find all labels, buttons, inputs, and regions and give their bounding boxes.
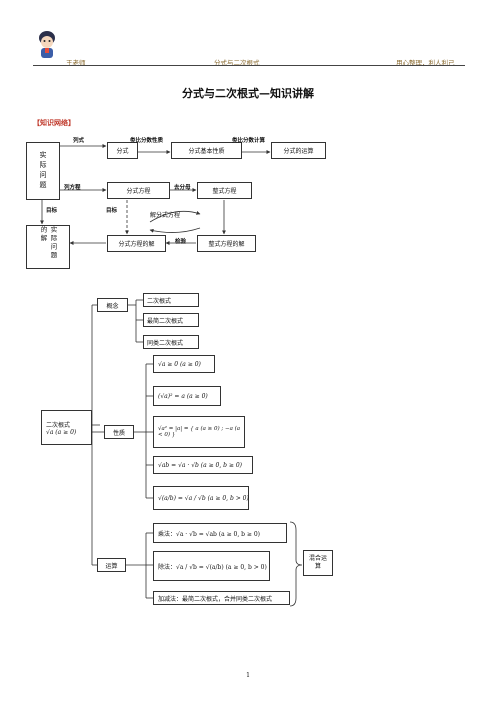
- arrow-label-list: 列式: [73, 138, 85, 144]
- integral-eq-solution-box: 整式方程的解: [197, 235, 256, 252]
- fraction-eq-box: 分式方程: [107, 182, 170, 199]
- mixed-ops-box: 混合运算: [303, 550, 333, 576]
- arrow-label-class-nature: 类比分数性质: [130, 138, 164, 144]
- fraction-basic-box: 分式基本性质: [171, 142, 242, 159]
- root-formula: √a (a ≥ 0): [46, 428, 77, 436]
- teacher-logo: [36, 28, 58, 60]
- integral-eq-box: 整式方程: [197, 182, 252, 199]
- root-title: 二次根式: [46, 421, 71, 429]
- root-box: 二次根式 √a (a ≥ 0): [41, 410, 92, 445]
- header-author: 王老师: [66, 59, 86, 67]
- arrow-label-class-calc: 类比分数计算: [232, 138, 266, 144]
- header-rule: [33, 65, 465, 66]
- concept-item-1: 最简二次根式: [143, 313, 199, 327]
- operation-box: 运算: [97, 558, 126, 572]
- property-item-3: √ab = √a · √b (a ≥ 0, b ≥ 0): [153, 456, 253, 474]
- real-solution-label: 实际问题的解: [39, 226, 57, 260]
- property-item-1: (√a)² = a (a ≥ 0): [153, 386, 221, 406]
- arrow-label-goal-2: 目标: [106, 208, 118, 214]
- page-number: 1: [246, 672, 250, 679]
- operation-item-2: 加减法：最简二次根式，合并同类二次根式: [153, 591, 290, 605]
- real-problem-box: 实际问题: [26, 142, 60, 200]
- arrow-label-goal-1: 目标: [46, 208, 58, 214]
- property-box: 性质: [104, 425, 134, 439]
- arrow-label-check: 检验: [175, 239, 187, 245]
- arrow-label-remove-denom: 去分母: [174, 185, 191, 191]
- concept-box: 概念: [97, 298, 128, 312]
- concept-item-0: 二次根式: [143, 293, 199, 307]
- arrow-label-list-eq: 列方程: [64, 185, 81, 191]
- fraction-eq-solution-box: 分式方程的解: [107, 235, 166, 252]
- concept-item-2: 同类二次根式: [143, 335, 199, 349]
- page-title: 分式与二次根式—知识讲解: [182, 87, 314, 100]
- header-center: 分式与二次根式: [214, 59, 260, 67]
- header-right: 用心整理，利人利己: [396, 59, 455, 67]
- property-item-4: √(a/b) = √a / √b (a ≥ 0, b > 0): [153, 486, 249, 510]
- property-item-0: √a ≥ 0 (a ≥ 0): [153, 355, 215, 373]
- operation-item-1: 除法：√a / √b = √(a/b) (a ≥ 0, b > 0): [153, 551, 270, 581]
- real-problem-label: 实际问题: [39, 151, 47, 191]
- section-label: 【知识网络】: [33, 119, 75, 127]
- real-solution-box: 实际问题的解: [26, 225, 70, 269]
- fraction-ops-box: 分式的运算: [271, 142, 326, 159]
- fraction-box: 分式: [107, 142, 138, 159]
- property-item-2: √a² = |a| = { a (a ≥ 0) ; −a (a < 0) }: [153, 416, 245, 448]
- solve-fraction-eq-label: 解分式方程: [150, 212, 181, 219]
- operation-item-0: 乘法：√a · √b = √ab (a ≥ 0, b ≥ 0): [153, 523, 287, 543]
